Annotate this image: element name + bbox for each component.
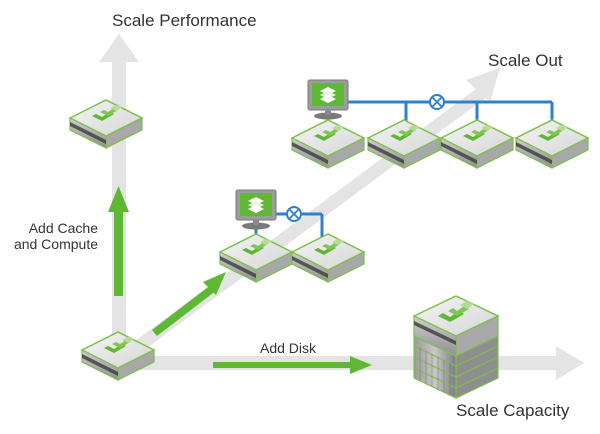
add-disk-label: Add Disk <box>260 340 317 356</box>
network-switch-icon <box>286 206 302 222</box>
scale-performance-label: Scale Performance <box>112 11 257 30</box>
add-cache-compute-line2: and Compute <box>13 236 98 252</box>
scale-capacity-label: Scale Capacity <box>456 401 570 420</box>
diagonal-green-arrow <box>152 272 226 336</box>
performance-appliance-icon <box>69 99 143 149</box>
management-console-icon <box>235 189 277 230</box>
scale-out-appliance-icon <box>515 119 589 169</box>
scale-out-label: Scale Out <box>488 51 563 70</box>
network-switch-icon <box>429 94 445 110</box>
management-console-icon <box>307 79 349 120</box>
add-cache-compute-line1: Add Cache <box>28 220 98 236</box>
scale-out-appliance-icon <box>291 233 365 283</box>
scale-out-appliance-icon <box>291 119 365 169</box>
add-cache-compute-arrow <box>108 186 129 296</box>
stacked-storage-appliance-icon <box>412 295 500 399</box>
add-cache-compute-label: Add Cache and Compute <box>14 220 98 252</box>
add-disk-arrow <box>213 356 372 374</box>
scale-out-appliance-icon <box>440 119 514 169</box>
